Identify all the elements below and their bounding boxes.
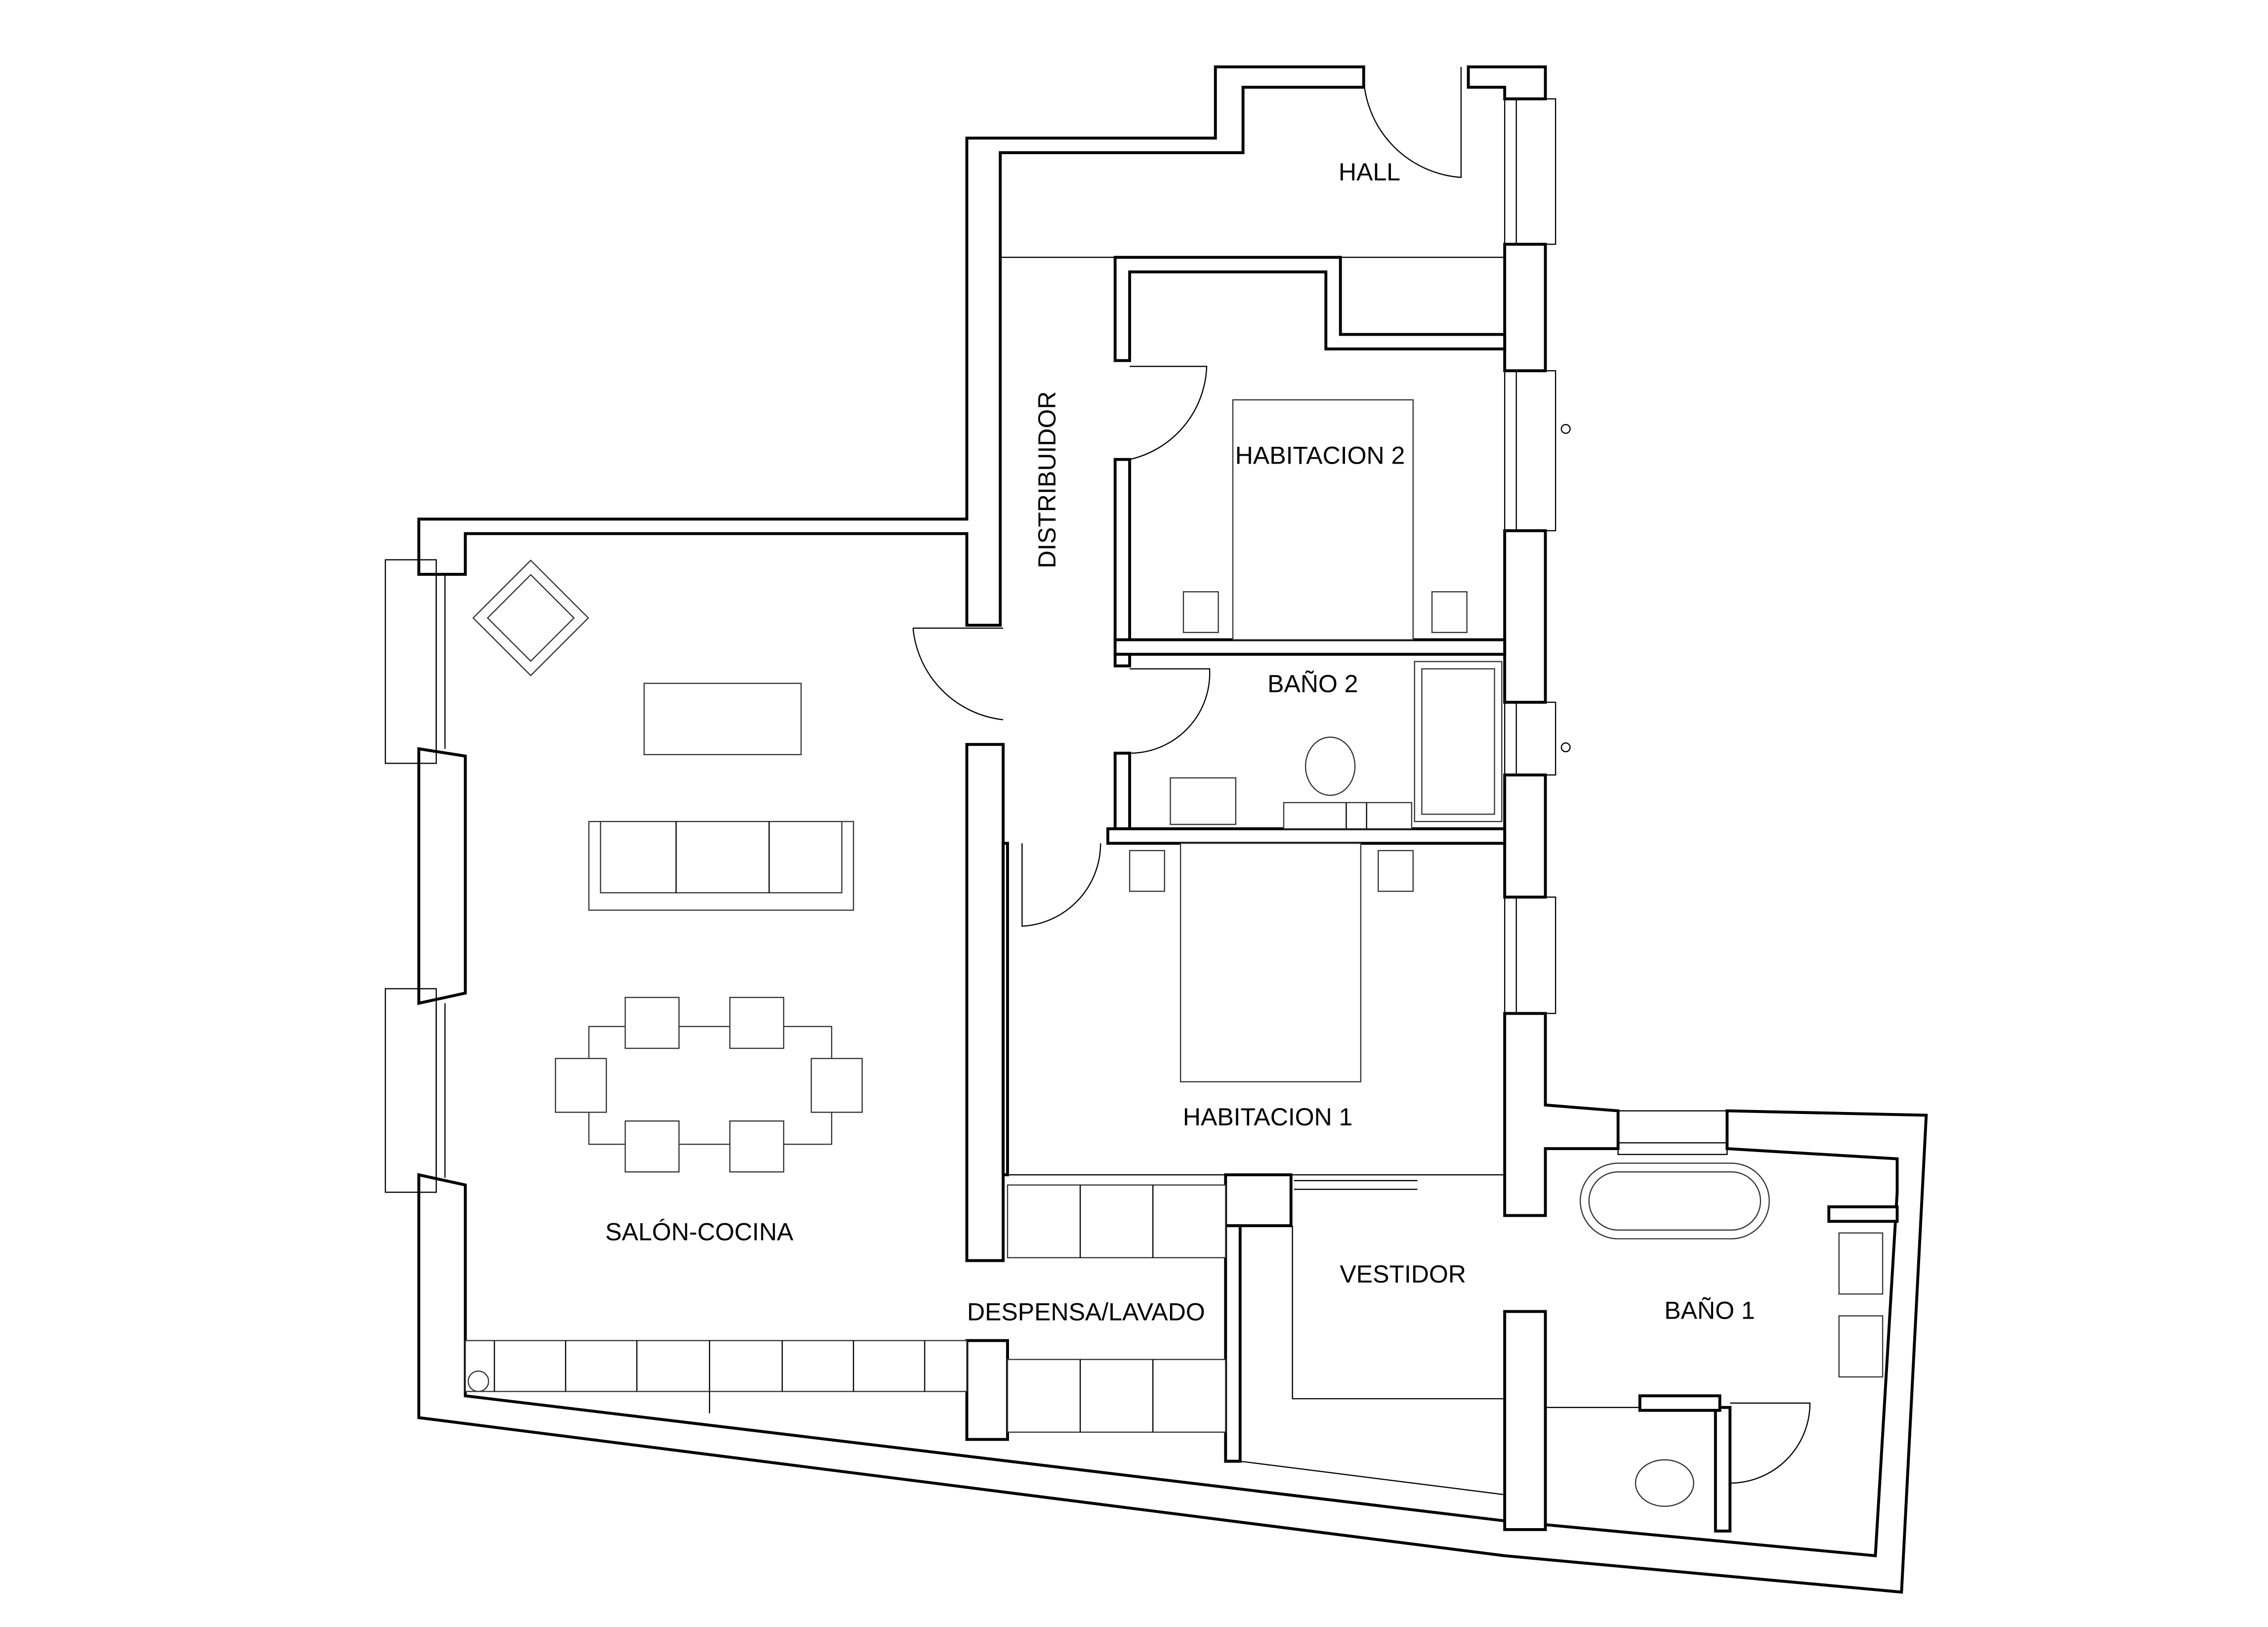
windows — [384, 98, 1728, 1193]
label-habitacion-1: HABITACION 1 — [1183, 1103, 1353, 1131]
doors — [912, 67, 1811, 1484]
label-habitacion-2: HABITACION 2 — [1235, 441, 1405, 469]
label-bano-1: BAÑO 1 — [1664, 1296, 1755, 1324]
exterior-walls — [417, 65, 1928, 1594]
label-vestidor: VESTIDOR — [1340, 1260, 1466, 1288]
interior-walls — [965, 256, 1899, 1533]
label-despensa-lavado: DESPENSA/LAVADO — [967, 1298, 1205, 1326]
label-bano-2: BAÑO 2 — [1267, 670, 1358, 697]
label-distribuidor: DISTRIBUIDOR — [1033, 391, 1061, 568]
furniture — [464, 399, 1884, 1507]
label-hall: HALL — [1339, 158, 1400, 186]
label-salon-cocina: SALÓN-COCINA — [605, 1218, 794, 1245]
room-labels: HALL HABITACION 2 DISTRIBUIDOR BAÑO 2 HA… — [605, 158, 1755, 1326]
